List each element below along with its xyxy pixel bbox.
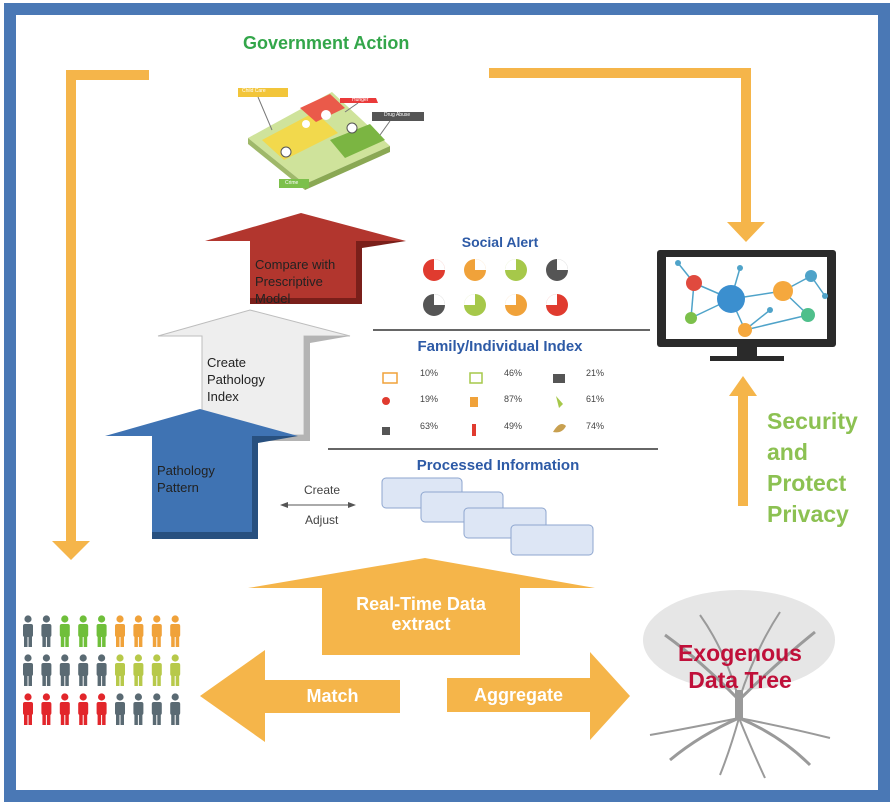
index-value: 87% <box>504 394 523 404</box>
index-value: 61% <box>586 394 605 404</box>
realtime-arrow <box>248 558 595 655</box>
person-icon <box>41 654 52 686</box>
person-icon <box>23 615 33 647</box>
index-value: 49% <box>504 421 523 431</box>
page-title: Government Action <box>243 33 410 53</box>
person-icon <box>78 693 89 725</box>
step-bottom-label: Pathology Pattern <box>157 463 215 495</box>
map-tag: Crime <box>285 180 299 186</box>
security-line3: Protect <box>767 470 847 496</box>
aggregate-label: Aggregate <box>473 685 563 705</box>
index-value: 21% <box>586 368 605 378</box>
person-icon <box>170 693 181 725</box>
family-index-title: Family/Individual Index <box>417 338 583 355</box>
match-arrow <box>200 650 400 742</box>
monitor-icon <box>657 250 836 361</box>
tree-icon <box>643 590 835 779</box>
person-icon <box>41 615 52 647</box>
adjust-label: Adjust <box>305 513 339 527</box>
realtime-line1: Real-Time Data <box>356 594 486 614</box>
index-value: 74% <box>586 421 605 431</box>
person-icon <box>96 693 107 725</box>
exogenous-line2: Data Tree <box>688 667 792 693</box>
person-icon <box>96 615 107 647</box>
person-icon <box>115 693 125 725</box>
person-icon <box>133 693 144 725</box>
person-icon <box>78 654 89 686</box>
people-grid <box>23 615 181 725</box>
security-up-arrow <box>729 376 757 506</box>
exogenous-line1: Exogenous <box>678 640 802 666</box>
person-icon <box>170 615 181 647</box>
match-label: Match <box>306 686 359 706</box>
flow-arrow-right <box>489 68 765 242</box>
realtime-label: Real-Time Data extract <box>322 594 520 634</box>
frame-border <box>4 3 890 802</box>
map-tag: Drug Abuse <box>384 112 411 118</box>
person-icon <box>78 615 89 647</box>
person-icon <box>59 693 70 725</box>
exogenous-label: Exogenous Data Tree <box>660 640 820 694</box>
person-icon <box>151 693 162 725</box>
index-icons <box>382 372 566 436</box>
person-icon <box>41 693 52 725</box>
processed-info-title: Processed Information <box>416 457 580 474</box>
aggregate-arrow <box>447 652 630 740</box>
person-icon <box>115 615 125 647</box>
step-top-label: Compare with Prescriptive Model <box>255 257 336 306</box>
processed-boxes <box>381 477 594 556</box>
person-icon <box>96 654 107 686</box>
step-arrow-blue <box>105 409 298 539</box>
flow-arrow-left <box>52 70 149 560</box>
person-icon <box>23 654 33 686</box>
step-middle-label: Create Pathology Index <box>207 355 265 404</box>
social-alert-gauges <box>423 259 568 316</box>
security-line1: Security <box>767 408 858 434</box>
city-map-icon <box>238 88 424 190</box>
person-icon <box>59 654 70 686</box>
person-icon <box>115 654 125 686</box>
index-value: 19% <box>420 394 439 404</box>
map-tag: Child Care <box>242 88 266 94</box>
step-arrow-red <box>205 213 406 304</box>
index-value: 63% <box>420 421 439 431</box>
security-line4: Privacy <box>767 501 849 527</box>
social-alert-title: Social Alert <box>461 234 539 250</box>
create-label: Create <box>304 483 341 497</box>
realtime-line2: extract <box>391 614 451 634</box>
person-icon <box>133 654 144 686</box>
step-arrow-white <box>157 309 351 441</box>
person-icon <box>170 654 181 686</box>
index-value: 46% <box>504 368 523 378</box>
person-icon <box>151 615 162 647</box>
security-line2: and <box>767 439 808 465</box>
person-icon <box>133 615 144 647</box>
person-icon <box>23 693 33 725</box>
person-icon <box>151 654 162 686</box>
create-adjust-arrow <box>280 502 356 508</box>
map-tag: Hunger <box>352 97 369 103</box>
index-value: 10% <box>420 368 439 378</box>
person-icon <box>59 615 70 647</box>
security-label: Security and Protect Privacy <box>767 406 858 530</box>
